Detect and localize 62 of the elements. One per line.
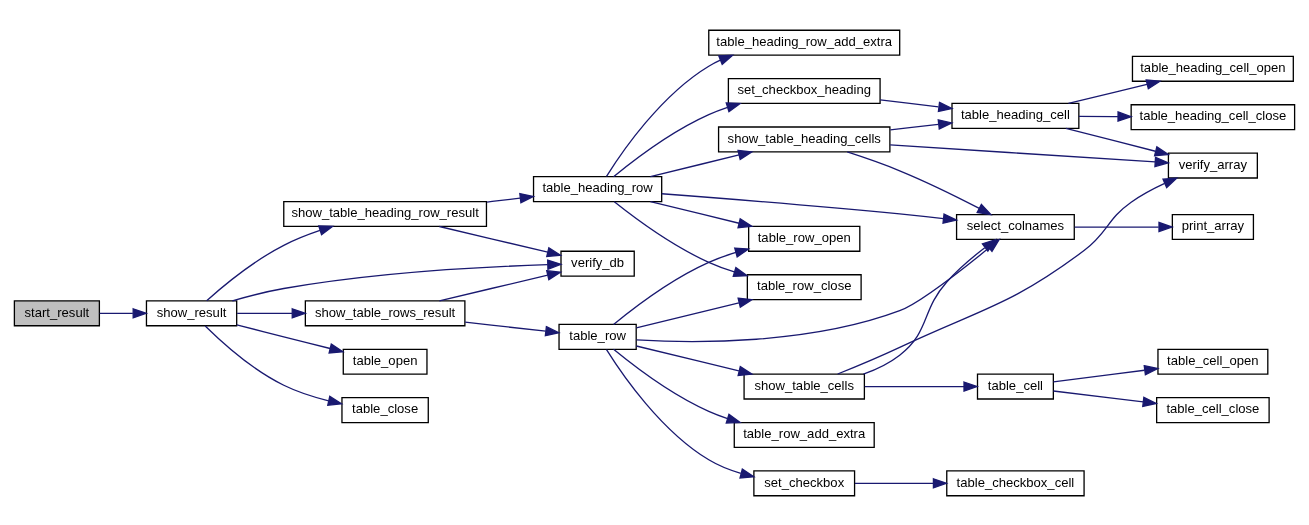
arrow (1052, 364, 1160, 383)
node-box: table_cell_open (1157, 348, 1269, 375)
node-box: table_heading_cell (951, 102, 1080, 129)
node-box: set_checkbox_heading (727, 77, 881, 104)
arrow (889, 143, 1171, 167)
arrow (605, 348, 756, 479)
node-box: table_row (558, 323, 637, 350)
node-box: show_table_rows_result (304, 299, 466, 326)
arrow (231, 258, 563, 301)
node-box: set_checkbox (753, 469, 856, 496)
arrow (236, 323, 345, 354)
node-box: print_array (1171, 213, 1255, 240)
node-box: show_table_heading_cells (717, 125, 891, 152)
arrow (837, 176, 1179, 375)
arrow (1052, 389, 1159, 407)
arrow (1074, 221, 1175, 233)
arrow (438, 225, 563, 257)
node-box: table_heading_cell_close (1130, 103, 1296, 130)
arrow (649, 149, 754, 177)
node-box: show_result (145, 299, 238, 326)
arrow (613, 200, 749, 277)
node-box: verify_db (560, 250, 635, 277)
arrow (649, 200, 754, 228)
node-box: table_row_open (748, 225, 861, 252)
arrow (1065, 127, 1171, 156)
arrow (846, 150, 993, 215)
arrow (98, 307, 149, 319)
arrow (486, 192, 536, 204)
node-box: table_heading_row (532, 175, 663, 202)
arrow (612, 101, 742, 177)
node-box: table_close (341, 396, 429, 423)
node-box: table_checkbox_cell (946, 469, 1085, 496)
arrow (206, 224, 335, 301)
node-box: table_open (342, 348, 428, 375)
node-box: table_row_add_extra (733, 421, 875, 448)
node-box: table_heading_row_add_extra (708, 29, 901, 56)
arrow (605, 54, 735, 177)
arrow (612, 246, 751, 325)
node-box: table_cell_close (1156, 396, 1270, 423)
node-box: table_cell (976, 373, 1054, 400)
arrow (854, 477, 949, 489)
arrow (635, 297, 754, 328)
arrow (1067, 78, 1162, 104)
arrow (862, 237, 998, 375)
node-box: verify_array (1167, 152, 1258, 179)
arrow (464, 321, 561, 337)
arrow (1078, 110, 1134, 122)
arrow (635, 344, 754, 376)
arrow (879, 98, 954, 112)
arrow (864, 380, 980, 392)
arrow (612, 348, 742, 424)
arrow (236, 307, 308, 319)
arrow (204, 324, 344, 406)
node-box: start_result (13, 299, 101, 326)
node-box: table_row_close (746, 273, 862, 300)
arrow (438, 269, 563, 301)
node-box: show_table_heading_row_result (283, 200, 488, 227)
node-box: table_heading_cell_open (1131, 55, 1294, 82)
node-box: show_table_cells (743, 373, 866, 400)
arrow (661, 192, 959, 224)
node-box: select_colnames (955, 213, 1075, 240)
arrow (889, 118, 954, 130)
